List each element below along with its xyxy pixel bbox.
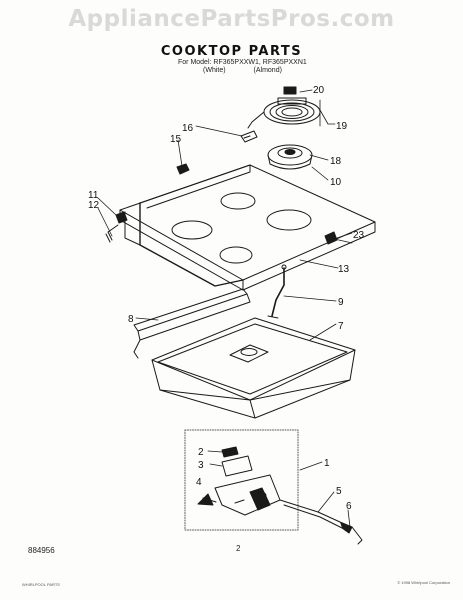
fine-print-left: WHIRLPOOL PARTS — [22, 582, 60, 587]
fine-print-right: © 1998 Whirlpool Corporation — [397, 580, 450, 585]
callout-4: 4 — [196, 477, 202, 488]
hinge-pin — [105, 211, 128, 243]
callout-19: 19 — [336, 121, 348, 132]
terminal-block — [176, 130, 258, 175]
support-rod — [267, 264, 287, 319]
callout-11: 11 — [88, 190, 99, 201]
diagram-title: COOKTOP PARTS — [160, 44, 303, 59]
callout-7: 7 — [338, 321, 344, 332]
page-number: 2 — [236, 544, 241, 553]
callout-1: 1 — [324, 458, 330, 469]
front-trim — [133, 288, 251, 359]
spill-tray — [151, 317, 356, 419]
surface-element-large — [247, 86, 321, 129]
callout-10: 10 — [330, 177, 342, 188]
color-white-label: (White) — [203, 67, 226, 74]
switch-assembly — [184, 429, 363, 545]
callout-3: 3 — [198, 460, 204, 471]
callout-12: 12 — [88, 200, 100, 211]
callout-15: 15 — [170, 134, 182, 145]
callout-leaders — [97, 89, 353, 528]
callout-20: 20 — [313, 85, 325, 96]
callout-5: 5 — [336, 486, 342, 497]
callout-2: 2 — [198, 447, 204, 458]
callout-16: 16 — [182, 123, 194, 134]
callout-labels: 20 19 16 15 18 10 11 12 23 13 9 8 7 1 2 … — [88, 85, 365, 512]
callout-23: 23 — [353, 230, 365, 241]
site-watermark: AppliancePartsPros.com — [68, 6, 395, 32]
color-labels: (White) (Almond) — [203, 67, 308, 74]
document-code: 884956 — [28, 546, 55, 555]
drip-bowl — [267, 144, 313, 170]
model-numbers: For Model: RF365PXXW1, RF365PXXN1 — [178, 59, 307, 66]
callout-6: 6 — [346, 501, 352, 512]
callout-9: 9 — [338, 297, 344, 308]
callout-13: 13 — [338, 264, 350, 275]
callout-18: 18 — [330, 156, 342, 167]
cooktop-panel — [119, 164, 376, 291]
callout-8: 8 — [128, 314, 134, 325]
color-almond-label: (Almond) — [253, 67, 282, 74]
